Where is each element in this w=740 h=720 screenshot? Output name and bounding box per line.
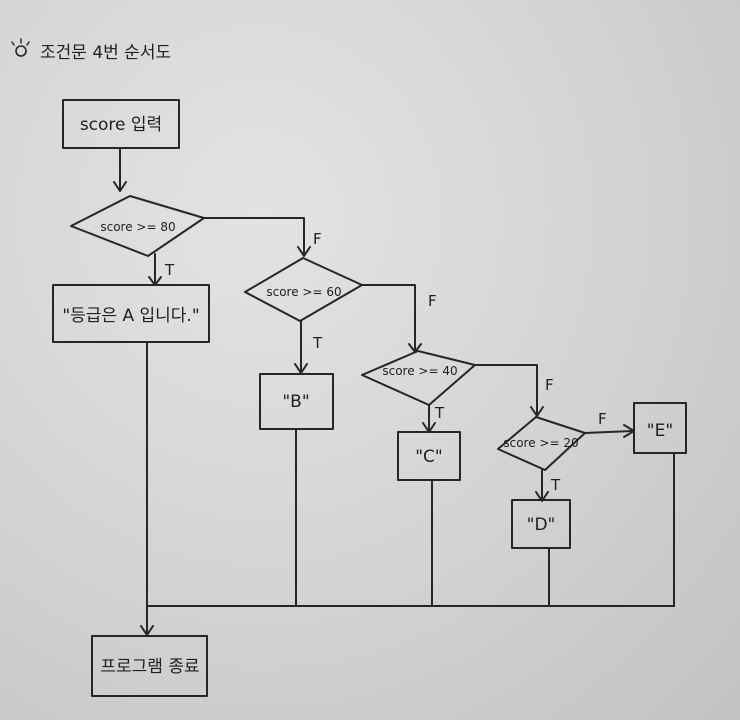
branch-false-label: F xyxy=(313,230,322,248)
grade-d-label: "D" xyxy=(527,515,556,535)
end-box xyxy=(91,635,208,697)
input-box-label: score 입력 xyxy=(80,115,162,135)
page-title: 조건문 4번 순서도 xyxy=(40,43,171,63)
grade-e-label: "E" xyxy=(647,421,673,441)
grade-b-label: "B" xyxy=(282,392,309,412)
branch-true-label: T xyxy=(312,334,323,352)
branch-false-label: F xyxy=(428,292,437,310)
decision-score-40-label: score >= 40 xyxy=(382,364,457,378)
branch-false-label: F xyxy=(545,376,554,394)
branch-true-label: T xyxy=(550,476,561,494)
flow-line xyxy=(203,217,305,255)
grade-c-label: "C" xyxy=(415,447,443,467)
end-box-label: 프로그램 종료 xyxy=(100,657,199,677)
decision-score-60-label: score >= 60 xyxy=(266,285,341,299)
flow-line xyxy=(584,430,633,434)
flow-line xyxy=(474,364,538,415)
arrow-head xyxy=(530,406,544,417)
grade-d-box xyxy=(511,499,571,549)
arrow-head xyxy=(297,246,311,257)
arrow-head xyxy=(113,181,127,192)
grade-a-label: "등급은 A 입니다." xyxy=(62,306,199,326)
decision-score-40 xyxy=(361,350,476,406)
branch-true-label: T xyxy=(434,404,445,422)
grade-a-box xyxy=(52,284,210,343)
decision-score-20-label: score >= 20 xyxy=(503,436,578,450)
grade-c-box xyxy=(397,431,461,481)
flow-line xyxy=(361,284,416,352)
lightbulb-icon xyxy=(11,38,30,57)
branch-false-label: F xyxy=(598,410,607,428)
grade-e-box xyxy=(633,402,687,454)
decision-score-80-label: score >= 80 xyxy=(100,220,175,234)
branch-true-label: T xyxy=(164,261,175,279)
